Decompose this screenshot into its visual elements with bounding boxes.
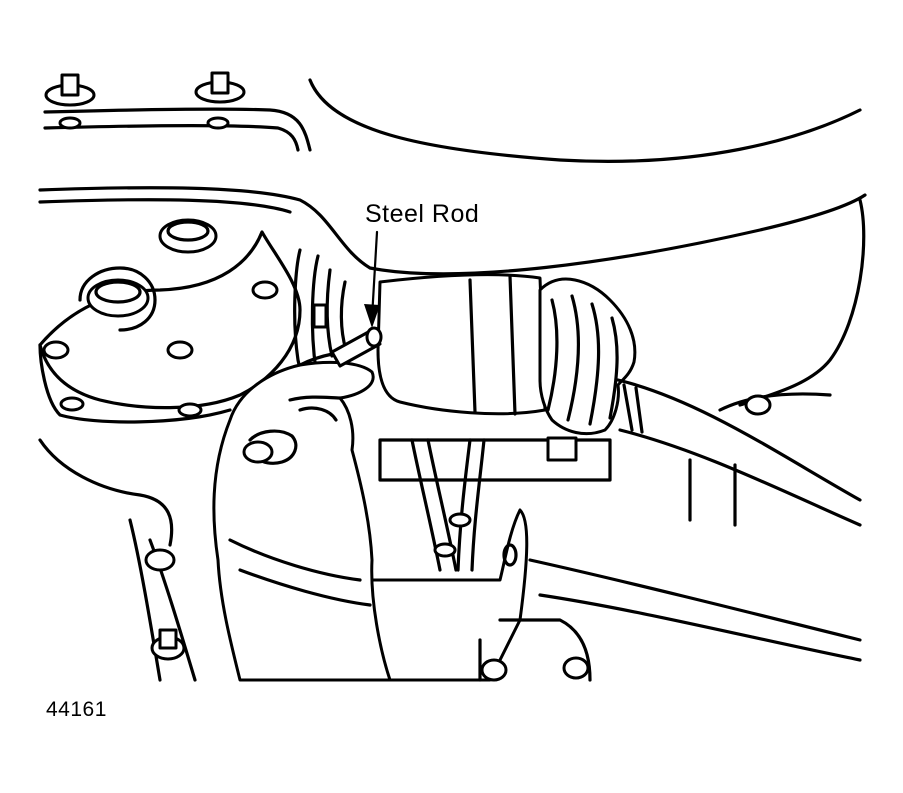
top-bolts bbox=[44, 71, 246, 130]
axle-shaft bbox=[616, 378, 862, 527]
cv-boot bbox=[538, 277, 637, 436]
top-housing bbox=[43, 78, 862, 163]
steel-rod bbox=[330, 326, 383, 368]
technician-hand bbox=[212, 349, 392, 682]
callout-arrow-icon bbox=[364, 230, 380, 328]
cover-bolts bbox=[42, 280, 279, 418]
figure-number: 44161 bbox=[46, 698, 107, 721]
callout-label-steel-rod: Steel Rod bbox=[365, 200, 480, 228]
joint-housing bbox=[376, 273, 547, 416]
lower-bracket bbox=[378, 436, 612, 572]
lower-frame bbox=[38, 438, 197, 682]
differential-cover bbox=[38, 218, 302, 424]
mount-plate bbox=[358, 508, 592, 682]
suspension-link bbox=[528, 392, 862, 662]
